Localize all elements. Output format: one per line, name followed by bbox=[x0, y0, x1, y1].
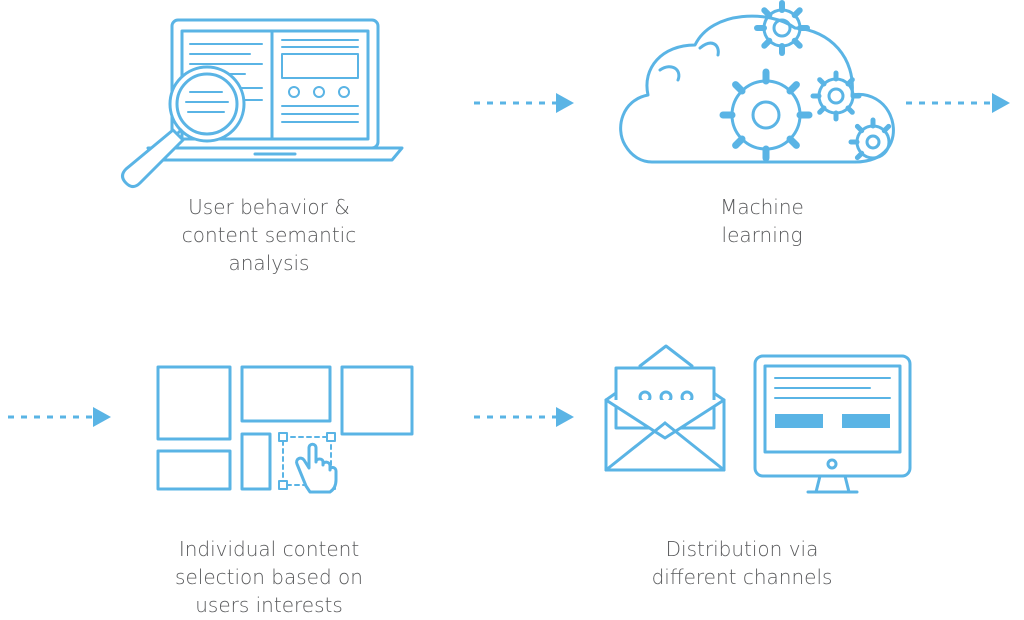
cloud-gears-icon bbox=[619, 0, 895, 164]
step-caption-ml: Machine learning bbox=[612, 193, 912, 249]
caption-line: users interests bbox=[195, 593, 343, 617]
caption-line: analysis bbox=[228, 251, 310, 275]
caption-line: Distribution via bbox=[665, 537, 819, 561]
caption-line: User behavior & bbox=[188, 195, 350, 219]
caption-line: content semantic bbox=[181, 223, 357, 247]
caption-line: learning bbox=[721, 223, 803, 247]
step-caption-selection: Individual content selection based on us… bbox=[119, 535, 419, 619]
step-caption-analysis: User behavior & content semantic analysi… bbox=[119, 193, 419, 277]
caption-line: selection based on bbox=[175, 565, 363, 589]
caption-line: different channels bbox=[651, 565, 833, 589]
laptop-magnifier-icon bbox=[121, 18, 404, 188]
envelope-monitor-icon bbox=[604, 344, 912, 494]
arrow-into-selection bbox=[8, 407, 111, 427]
arrow-selection-to-distribution bbox=[474, 407, 574, 427]
caption-line: Machine bbox=[720, 195, 804, 219]
step-caption-distribution: Distribution via different channels bbox=[592, 535, 892, 591]
caption-line: Individual content bbox=[178, 537, 360, 561]
arrow-ml-to-next bbox=[906, 93, 1010, 113]
arrow-analysis-to-ml bbox=[474, 93, 574, 113]
content-grid-hand-icon bbox=[156, 365, 414, 494]
